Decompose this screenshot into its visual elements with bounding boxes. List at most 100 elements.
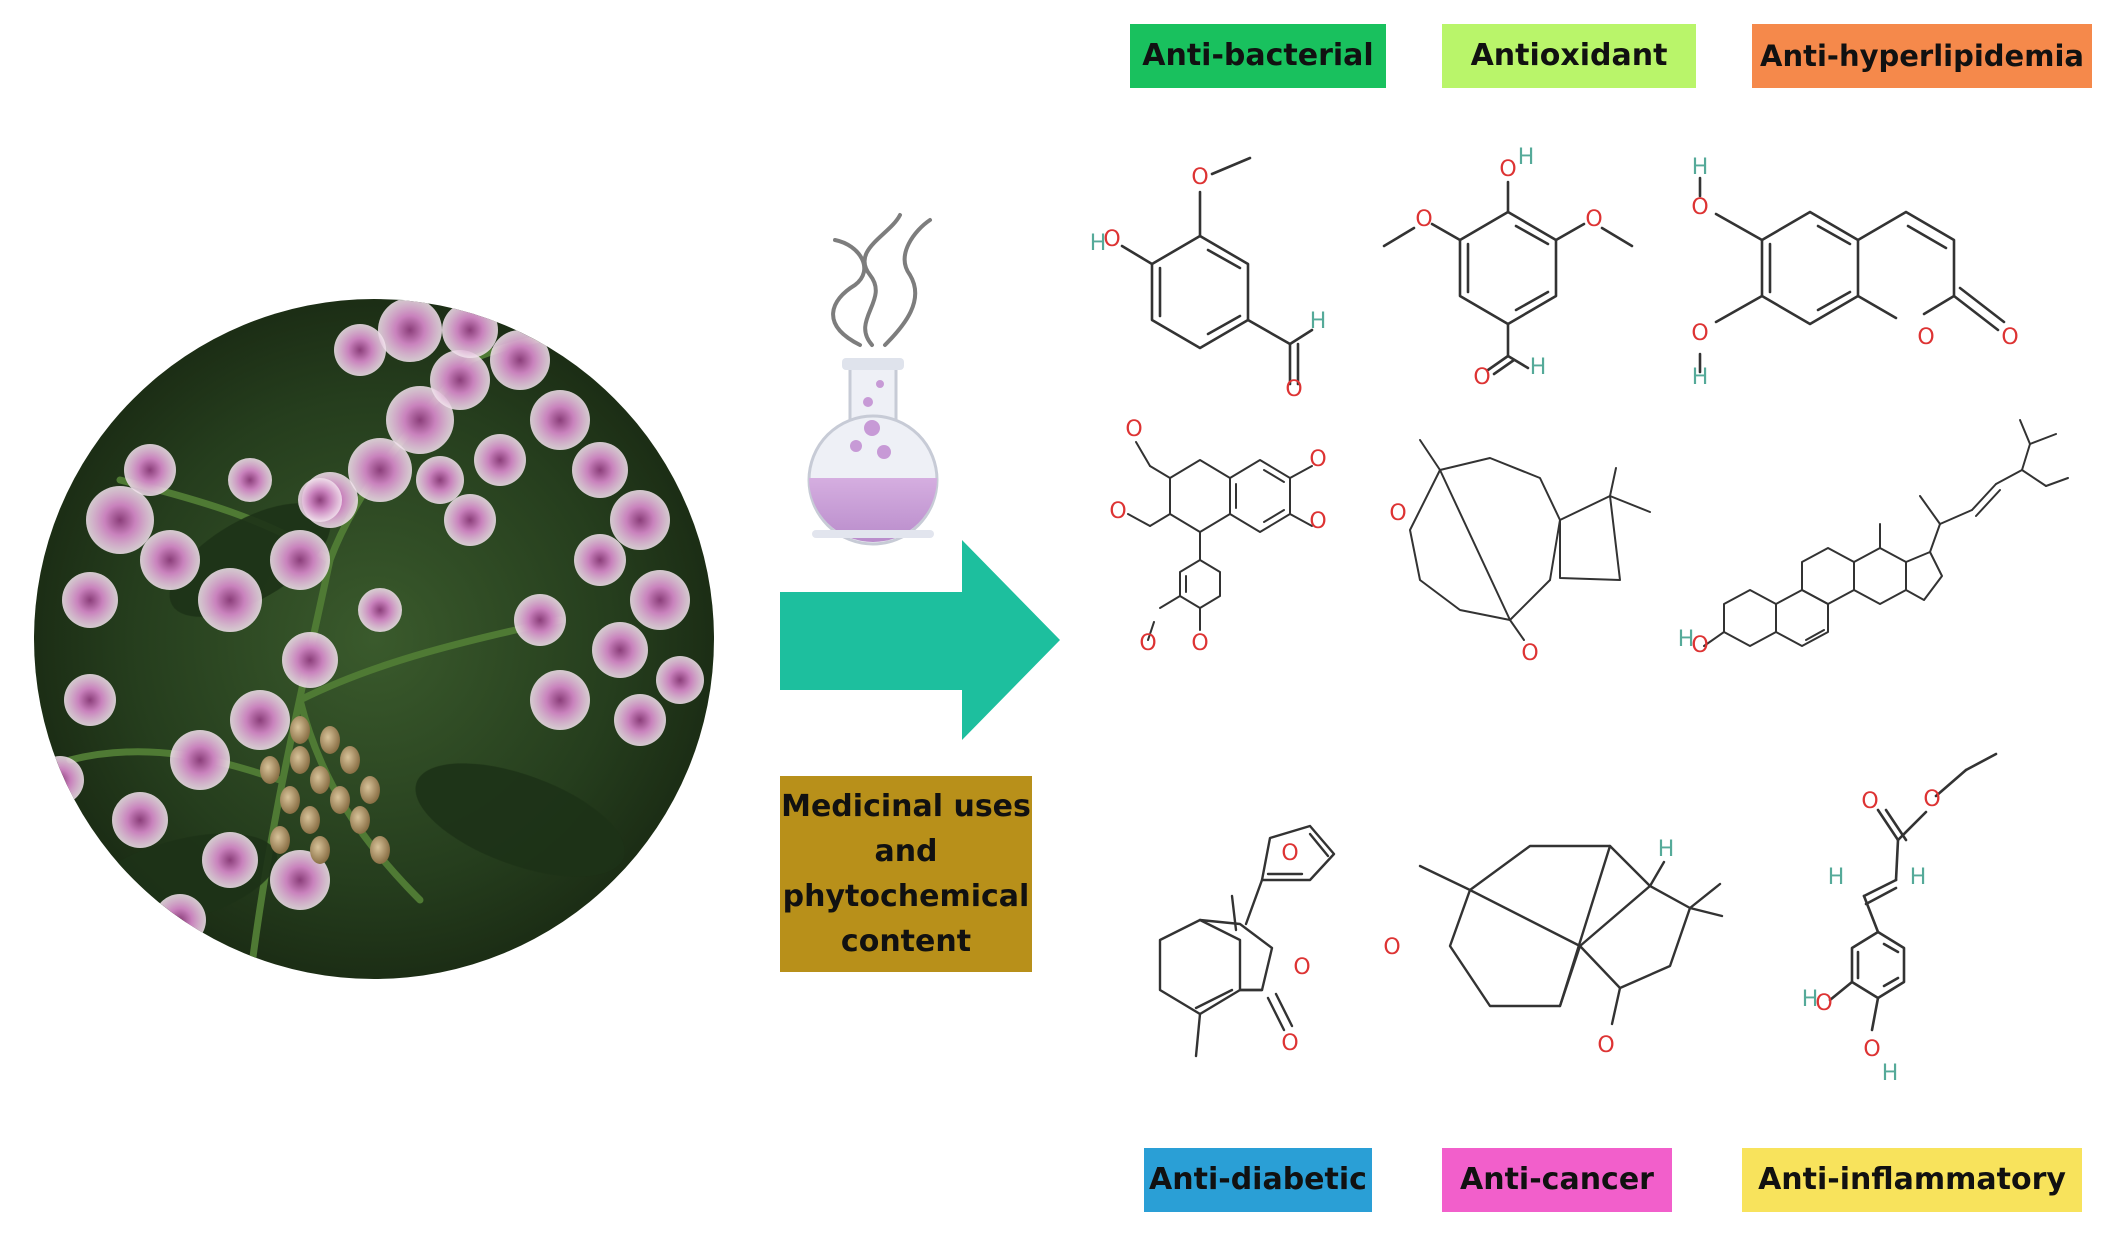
atom-label-oxygen: O bbox=[1597, 1033, 1614, 1058]
flower-cluster bbox=[88, 878, 132, 922]
atom-label-hydrogen: H bbox=[1692, 365, 1709, 390]
flower-cluster bbox=[416, 456, 464, 504]
atom-label-oxygen: O bbox=[1281, 1031, 1298, 1056]
flower-cluster bbox=[154, 894, 206, 946]
tag-background-antioxidant bbox=[1442, 24, 1696, 88]
molecule-syringaldehyde bbox=[1382, 180, 1634, 376]
flower-cluster bbox=[378, 299, 442, 362]
flower-cluster bbox=[656, 656, 704, 704]
tag-background-antibacterial bbox=[1130, 24, 1386, 88]
molecule-esculetin bbox=[1698, 176, 2006, 374]
tag-background-antidiabetic bbox=[1144, 1148, 1372, 1212]
atom-label-hydrogen: H bbox=[1692, 155, 1709, 180]
flower-cluster bbox=[282, 632, 338, 688]
molecule-vanillin bbox=[1120, 156, 1314, 386]
center-label-line: and bbox=[874, 834, 938, 869]
flower-bud bbox=[370, 836, 390, 864]
atom-label-oxygen: O bbox=[1109, 499, 1126, 524]
atom-label-oxygen: O bbox=[1285, 377, 1302, 402]
atom-label-oxygen: O bbox=[1293, 955, 1310, 980]
atom-label-oxygen: O bbox=[1383, 935, 1400, 960]
atom-label-oxygen: O bbox=[1191, 631, 1208, 656]
center-label-background bbox=[780, 776, 1032, 972]
flower-bud bbox=[310, 836, 330, 864]
flower-cluster bbox=[270, 530, 330, 590]
tag-antibacterial: Anti-bacterial bbox=[1142, 38, 1374, 73]
tag-background-antihyperlipidemia bbox=[1752, 24, 2092, 88]
atom-label-oxygen: O bbox=[1103, 227, 1120, 252]
tag-antiinflammatory: Anti-inflammatory bbox=[1758, 1162, 2066, 1197]
atom-label-hydrogen: H bbox=[1678, 627, 1695, 652]
atom-label-oxygen: O bbox=[2001, 325, 2018, 350]
molecule-stigmasterol bbox=[1703, 419, 2069, 647]
atom-label-hydrogen: H bbox=[1310, 309, 1327, 334]
flower-cluster bbox=[112, 792, 168, 848]
flower-cluster bbox=[442, 302, 498, 358]
flower-cluster bbox=[514, 594, 566, 646]
flower-cluster bbox=[430, 350, 490, 410]
flower-cluster bbox=[228, 458, 272, 502]
flower-cluster bbox=[124, 444, 176, 496]
molecule-furanyl-lactone bbox=[1158, 824, 1336, 1058]
flower-bud bbox=[270, 826, 290, 854]
tag-antihyperlipidemia: Anti-hyperlipidemia bbox=[1760, 39, 2084, 73]
flower-bud bbox=[360, 776, 380, 804]
center-label-line: Medicinal uses bbox=[781, 789, 1031, 824]
flower-cluster bbox=[348, 438, 412, 502]
atom-label-oxygen: O bbox=[1139, 631, 1156, 656]
flask-with-vapor-icon bbox=[807, 213, 939, 546]
flower-bud bbox=[290, 746, 310, 774]
flower-cluster bbox=[574, 534, 626, 586]
flower-bud bbox=[280, 786, 300, 814]
flower-cluster bbox=[386, 386, 454, 454]
atom-label-hydrogen: H bbox=[1828, 865, 1845, 890]
tag-background-anticancer bbox=[1442, 1148, 1672, 1212]
flower-cluster bbox=[298, 478, 342, 522]
flower-cluster bbox=[358, 588, 402, 632]
atom-label-oxygen: O bbox=[1861, 789, 1878, 814]
flower-bud bbox=[340, 746, 360, 774]
center-label-line: phytochemical bbox=[782, 879, 1030, 914]
flower-bud bbox=[350, 806, 370, 834]
atom-label-hydrogen: H bbox=[1090, 231, 1107, 256]
flower-cluster bbox=[614, 694, 666, 746]
atom-label-oxygen: O bbox=[1309, 509, 1326, 534]
flower-cluster bbox=[572, 442, 628, 498]
flower-bud bbox=[260, 756, 280, 784]
flower-bud bbox=[330, 786, 350, 814]
atom-label-oxygen: O bbox=[1521, 641, 1538, 666]
atom-label-oxygen: O bbox=[1691, 195, 1708, 220]
atom-label-hydrogen: H bbox=[1802, 987, 1819, 1012]
tag-antioxidant: Antioxidant bbox=[1470, 38, 1668, 73]
flower-cluster bbox=[86, 486, 154, 554]
atom-label-hydrogen: H bbox=[1882, 1061, 1899, 1086]
atom-label-oxygen: O bbox=[1917, 325, 1934, 350]
flower-cluster bbox=[36, 756, 84, 804]
atom-label-oxygen: O bbox=[1191, 165, 1208, 190]
plant-photo bbox=[34, 299, 714, 979]
flower-cluster bbox=[170, 730, 230, 790]
flower-cluster bbox=[630, 570, 690, 630]
molecule-ethyl-caffeate bbox=[1828, 752, 1998, 1032]
atom-label-hydrogen: H bbox=[1518, 145, 1535, 170]
atom-label-oxygen: O bbox=[1309, 447, 1326, 472]
atom-label-oxygen: O bbox=[1499, 157, 1516, 182]
atom-label-oxygen: O bbox=[1125, 417, 1142, 442]
flower-cluster bbox=[592, 622, 648, 678]
tag-antidiabetic: Anti-diabetic bbox=[1149, 1162, 1367, 1197]
flower-cluster bbox=[530, 390, 590, 450]
flower-cluster bbox=[490, 330, 550, 390]
molecule-caryophyllene-oxide bbox=[1409, 439, 1651, 641]
molecule-polycyclic-diol bbox=[1418, 844, 1724, 1026]
atom-label-hydrogen: H bbox=[1530, 355, 1547, 380]
flower-cluster bbox=[610, 490, 670, 550]
atom-label-oxygen: O bbox=[1585, 207, 1602, 232]
flower-cluster bbox=[64, 674, 116, 726]
flower-bud bbox=[290, 716, 310, 744]
atom-label-oxygen: O bbox=[1281, 841, 1298, 866]
tag-background-antiinflammatory bbox=[1742, 1148, 2082, 1212]
flower-cluster bbox=[530, 670, 590, 730]
atom-label-oxygen: O bbox=[1473, 365, 1490, 390]
atom-label-oxygen: O bbox=[1923, 787, 1940, 812]
